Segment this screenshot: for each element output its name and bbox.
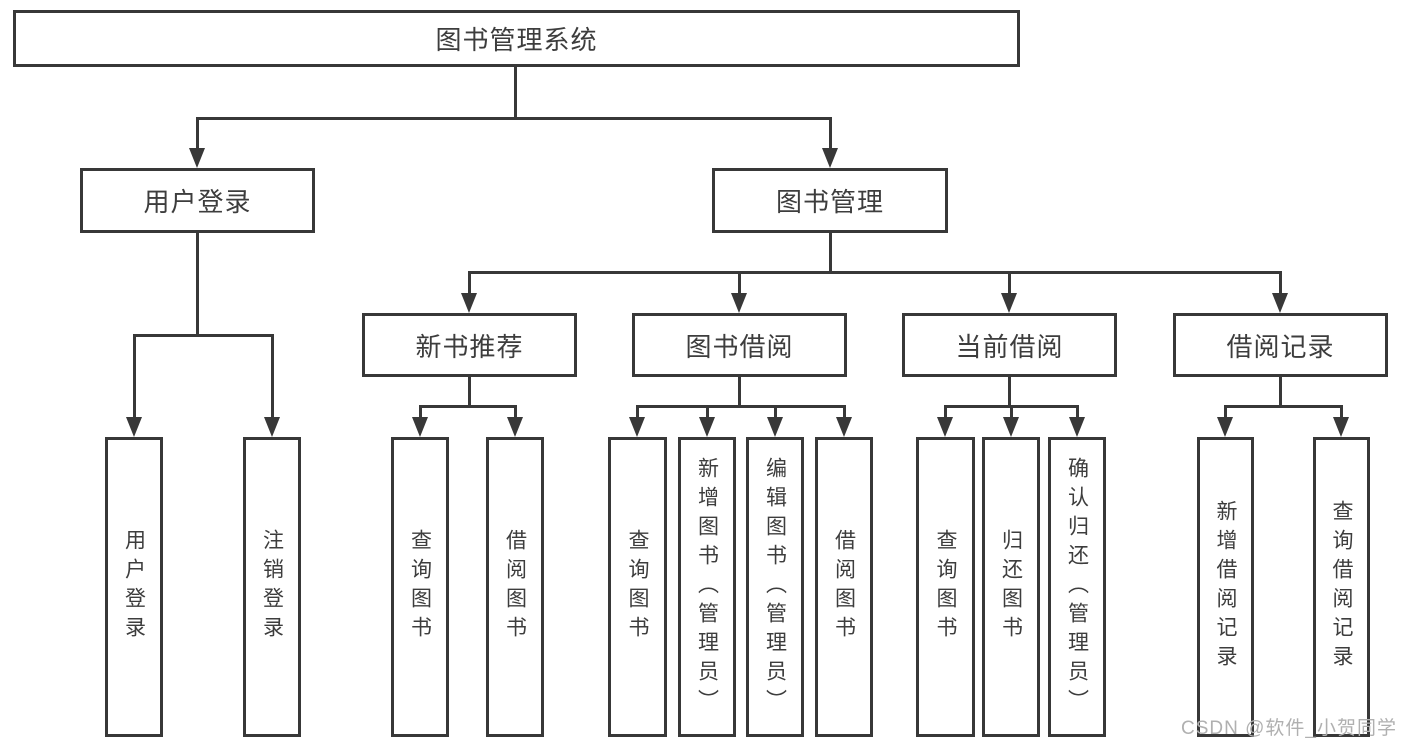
leaf-label: 编辑图书（管理员） xyxy=(763,456,787,718)
leaf-logout: 注销登录 xyxy=(243,437,301,737)
connector-line xyxy=(468,271,1282,274)
leaf-query-borrow-record: 查询借阅记录 xyxy=(1313,437,1370,737)
connector-line xyxy=(132,334,136,419)
node-label: 图书管理 xyxy=(775,187,884,217)
leaf-label: 新增图书（管理员） xyxy=(695,456,719,718)
node-book-borrow: 图书借阅 xyxy=(632,313,847,377)
arrow-down-icon xyxy=(766,417,783,437)
connector-line xyxy=(738,377,741,408)
connector-line xyxy=(468,271,471,295)
leaf-label: 用户登录 xyxy=(122,529,146,645)
arrow-down-icon xyxy=(125,417,142,437)
leaf-label: 查询图书 xyxy=(934,529,957,645)
connector-line xyxy=(513,405,517,419)
leaf-label: 归还图书 xyxy=(999,529,1023,645)
arrow-down-icon xyxy=(506,417,523,437)
leaf-confirm-return-admin: 确认归还（管理员） xyxy=(1048,437,1106,737)
leaf-label: 注销登录 xyxy=(260,529,284,645)
leaf-user-login: 用户登录 xyxy=(105,437,163,737)
leaf-label: 查询图书 xyxy=(626,529,649,645)
leaf-query-book: 查询图书 xyxy=(391,437,449,737)
leaf-query-book: 查询图书 xyxy=(916,437,975,737)
connector-line xyxy=(196,117,199,150)
connector-line xyxy=(1340,405,1343,419)
connector-line xyxy=(1224,405,1227,419)
arrow-down-icon xyxy=(629,417,645,437)
node-current-borrow: 当前借阅 xyxy=(902,313,1117,377)
connector-line xyxy=(1008,271,1011,295)
arrow-down-icon xyxy=(1272,293,1288,313)
connector-line xyxy=(1279,271,1282,295)
connector-line xyxy=(705,405,709,419)
arrow-down-icon xyxy=(1333,417,1349,437)
arrow-down-icon xyxy=(1217,417,1233,437)
connector-line xyxy=(270,334,274,419)
leaf-label: 查询图书 xyxy=(408,529,432,645)
connector-line xyxy=(1279,377,1282,408)
connector-line xyxy=(842,405,846,419)
connector-line xyxy=(636,405,639,419)
connector-line xyxy=(1075,405,1079,419)
leaf-label: 查询借阅记录 xyxy=(1330,500,1353,674)
connector-line xyxy=(1008,377,1011,408)
connector-line xyxy=(636,405,844,408)
leaf-label: 借阅图书 xyxy=(503,529,527,645)
node-label: 图书借阅 xyxy=(685,331,794,362)
node-label: 借阅记录 xyxy=(1226,331,1335,362)
node-library-system: 图书管理系统 xyxy=(13,10,1020,67)
leaf-borrow-book: 借阅图书 xyxy=(486,437,544,737)
connector-line xyxy=(828,233,832,274)
node-book-management: 图书管理 xyxy=(712,168,948,233)
arrow-down-icon xyxy=(821,148,838,168)
arrow-down-icon xyxy=(835,417,852,437)
connector-line xyxy=(514,67,517,117)
leaf-add-book-admin: 新增图书（管理员） xyxy=(678,437,736,737)
leaf-return-book: 归还图书 xyxy=(982,437,1040,737)
leaf-add-borrow-record: 新增借阅记录 xyxy=(1197,437,1254,737)
arrow-down-icon xyxy=(461,293,477,313)
node-label: 新书推荐 xyxy=(415,331,524,362)
connector-line xyxy=(828,117,832,150)
arrow-down-icon xyxy=(731,293,747,313)
arrow-down-icon xyxy=(1002,417,1019,437)
connector-line xyxy=(738,271,741,295)
arrow-down-icon xyxy=(937,417,953,437)
leaf-query-book: 查询图书 xyxy=(608,437,667,737)
node-label: 用户登录 xyxy=(143,187,252,217)
connector-line xyxy=(1009,405,1013,419)
arrow-down-icon xyxy=(263,417,280,437)
node-label: 图书管理系统 xyxy=(435,25,598,55)
connector-line xyxy=(1224,405,1342,408)
leaf-label: 新增借阅记录 xyxy=(1214,500,1237,674)
watermark: CSDN @软件_小贺同学 xyxy=(1181,718,1397,739)
connector-line xyxy=(418,405,422,419)
leaf-label: 借阅图书 xyxy=(832,529,856,645)
connector-line xyxy=(944,405,947,419)
node-borrow-records: 借阅记录 xyxy=(1173,313,1388,377)
node-label: 当前借阅 xyxy=(955,331,1064,362)
connector-line xyxy=(196,233,199,337)
node-new-book-recommend: 新书推荐 xyxy=(362,313,577,377)
node-user-login: 用户登录 xyxy=(80,168,315,233)
arrow-down-icon xyxy=(1068,417,1085,437)
connector-line xyxy=(468,377,471,408)
leaf-label: 确认归还（管理员） xyxy=(1065,456,1089,718)
leaf-borrow-book: 借阅图书 xyxy=(815,437,873,737)
connector-line xyxy=(773,405,777,419)
connector-line xyxy=(132,334,274,337)
connector-line xyxy=(418,405,517,408)
arrow-down-icon xyxy=(411,417,428,437)
leaf-edit-book-admin: 编辑图书（管理员） xyxy=(746,437,804,737)
arrow-down-icon xyxy=(1001,293,1017,313)
arrow-down-icon xyxy=(698,417,715,437)
arrow-down-icon xyxy=(189,148,205,168)
connector-line xyxy=(196,117,832,120)
